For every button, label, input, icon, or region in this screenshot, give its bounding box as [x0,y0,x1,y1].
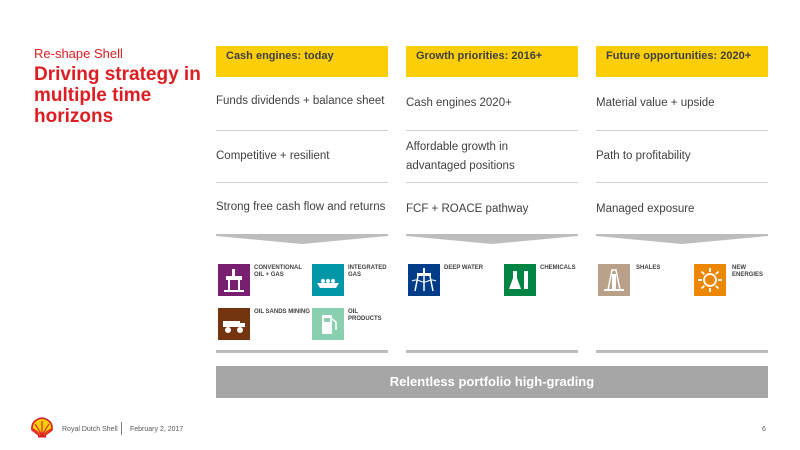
row-text: Cash engines 2020+ [406,97,512,109]
portfolio-banner: Relentless portfolio high-grading [216,366,768,398]
chemicals-flask-icon [504,264,536,296]
column-future-opportunities: Future opportunities: 2020+ Material val… [596,46,768,353]
icon-label: INTEGRATED GAS [348,265,387,278]
row-text: FCF + ROACE pathway [406,203,529,215]
icon-label: SHALES [636,265,661,271]
slide-subtitle: Re-shape Shell [34,46,123,61]
deep-water-rig-icon [408,264,440,296]
icon-label: CHEMICALS [540,265,576,271]
footer-company: Royal Dutch Shell [62,426,118,433]
oil-gas-platform-icon [218,264,250,296]
icon-label: CONVENTIONAL OIL + GAS [254,265,302,278]
icon-label: OIL SANDS MINING [254,309,310,315]
row-divider [596,182,768,183]
icon-label: DEEP WATER [444,265,484,271]
column-bottom-bar [216,350,388,353]
row-text: Funds dividends + balance sheet [216,95,385,107]
mining-truck-icon [218,308,250,340]
column-header: Growth priorities: 2016+ [406,46,578,77]
chevron-divider [596,234,768,244]
slide-title: Driving strategy in multiple time horizo… [34,64,201,127]
footer-date: February 2, 2017 [130,426,184,433]
icon-label: NEW ENERGIES [732,265,764,278]
lng-ship-icon [312,264,344,296]
chevron-divider [216,234,388,244]
icon-label: OIL PRODUCTS [348,309,382,322]
column-growth-priorities: Growth priorities: 2016+ Cash engines 20… [406,46,578,353]
footer-divider [121,422,122,435]
row-text: Managed exposure [596,203,695,215]
column-bottom-bar [596,350,768,353]
column-header: Future opportunities: 2020+ [596,46,768,77]
shell-logo-icon [31,417,53,438]
row-divider [216,182,388,183]
row-divider [596,130,768,131]
row-divider [406,130,578,131]
row-text: Competitive + resilient [216,150,330,162]
row-divider [216,130,388,131]
column-bottom-bar [406,350,578,353]
column-header: Cash engines: today [216,46,388,77]
column-cash-engines: Cash engines: today Funds dividends + ba… [216,46,388,353]
row-text: Strong free cash flow and returns [216,201,386,213]
row-text: Material value + upside [596,97,715,109]
row-text: Affordable growth in advantaged position… [406,141,515,172]
fuel-pump-icon [312,308,344,340]
chevron-divider [406,234,578,244]
shales-drill-icon [598,264,630,296]
row-divider [406,182,578,183]
row-text: Path to profitability [596,150,691,162]
page-number: 6 [762,426,766,433]
sun-energy-icon [694,264,726,296]
